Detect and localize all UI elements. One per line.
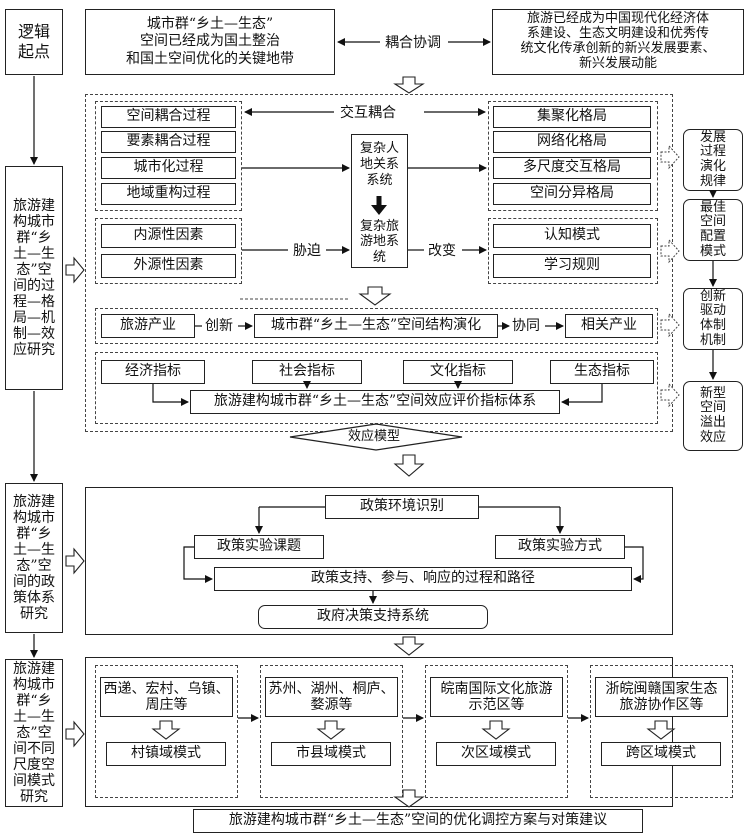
mode-county: 市县域模式 xyxy=(271,742,391,766)
process-item-element-coupling: 要素耦合过程 xyxy=(101,131,236,153)
scale-group-county xyxy=(260,665,403,798)
logic-start-box: 逻辑 起点 xyxy=(5,9,63,75)
industry-row-frame xyxy=(95,308,658,344)
cognition-group xyxy=(488,218,658,284)
innovate-label: 创新 xyxy=(205,318,233,334)
scale-group-crossregion xyxy=(590,665,733,798)
process-item-urbanization: 城市化过程 xyxy=(101,157,236,179)
policy-process-box: 政策支持、参与、响应的过程和路径 xyxy=(214,567,632,591)
change-label: 改变 xyxy=(428,243,456,259)
places-county: 苏州、湖州、桐庐、 婺源等 xyxy=(265,677,398,717)
factor-group xyxy=(95,218,242,284)
core-lower-text: 复杂旅 游地系 统 xyxy=(359,218,399,266)
policy-subject-box: 政策实验课题 xyxy=(194,535,324,559)
top-left-premise-box: 城市群“乡土—生态” 空间已经成为国土整治 和国土空间优化的关键地带 xyxy=(85,9,335,75)
places-village: 西递、宏村、乌镇、 周庄等 xyxy=(100,677,233,717)
innovation-mechanism-box: 创新 驱动 体制 机制 xyxy=(683,288,743,350)
process-item-regional-restructuring: 地域重构过程 xyxy=(101,183,236,205)
policy-method-box: 政策实验方式 xyxy=(495,535,625,559)
stage2-text: 旅游建构城市群“乡土—生态”空间的政策体系研究 xyxy=(13,493,55,623)
mode-subregion: 次区域模式 xyxy=(436,742,556,766)
stage1-box: 旅游建构城市群“乡土—生态”空间的过程—格局—机制—效应研究 xyxy=(5,166,63,390)
process-item-space-coupling: 空间耦合过程 xyxy=(101,106,236,128)
core-system-box: 复杂人 地关系 系统 复杂旅 游地系 统 xyxy=(351,134,408,268)
decision-support-box: 政府决策支持系统 xyxy=(258,605,488,629)
hollow-right-arrow-stage3 xyxy=(65,720,85,748)
scale-group-subregion xyxy=(425,665,568,798)
optimal-config-box: 最佳 空间 配置 模式 xyxy=(683,199,743,261)
hollow-right-arrow-stage2 xyxy=(65,547,85,575)
pattern-item-multiscale: 多尺度交互格局 xyxy=(493,157,651,179)
indicator-ecological: 生态指标 xyxy=(550,360,654,384)
factor-item-exogenous: 外源性因素 xyxy=(101,254,236,278)
effect-model-label: 效应模型 xyxy=(348,429,401,444)
places-crossregion: 浙皖闽赣国家生态 旅游协作区等 xyxy=(595,677,728,717)
stage3-box: 旅游建构城市群“乡土—生态”空间不同尺度空间模式研究 xyxy=(5,659,63,807)
pattern-item-network: 网络化格局 xyxy=(493,131,651,153)
process-group xyxy=(95,101,242,211)
policy-env-box: 政策环境识别 xyxy=(325,495,479,519)
mode-village: 村镇域模式 xyxy=(106,742,226,766)
pattern-item-agglomeration: 集聚化格局 xyxy=(493,106,651,128)
core-upper-text: 复杂人 地关系 系统 xyxy=(359,141,399,188)
development-law-box: 发展 过程 演化 规律 xyxy=(683,129,743,191)
hollow-down-arrow-4 xyxy=(393,636,425,656)
indicator-economic: 经济指标 xyxy=(101,360,205,384)
related-industry-box: 相关产业 xyxy=(565,314,653,338)
cognition-item-mode: 认知模式 xyxy=(493,224,651,248)
stage3-text: 旅游建构城市群“乡土—生态”空间不同尺度空间模式研究 xyxy=(13,660,55,806)
synergy-label: 协同 xyxy=(512,318,540,334)
pattern-group xyxy=(488,101,658,211)
interaction-coupling-label: 交互耦合 xyxy=(340,105,396,121)
coupling-coordination-label: 耦合协调 xyxy=(385,35,441,51)
spatial-evolution-box: 城市群“乡土—生态”空间结构演化 xyxy=(254,314,498,338)
evaluation-index-system-box: 旅游建构城市群“乡土—生态”空间效应评价指标体系 xyxy=(190,390,560,414)
hollow-right-arrow-stage1 xyxy=(65,256,85,284)
hollow-down-arrow-3 xyxy=(393,454,425,477)
hollow-down-arrow-1 xyxy=(393,76,425,94)
indicator-social: 社会指标 xyxy=(252,360,362,384)
tourism-industry-box: 旅游产业 xyxy=(101,314,195,338)
indicator-cultural: 文化指标 xyxy=(403,360,513,384)
places-subregion: 皖南国际文化旅游 示范区等 xyxy=(430,677,563,717)
mode-crossregion: 跨区域模式 xyxy=(601,742,721,766)
coerce-label: 胁迫 xyxy=(293,243,321,259)
stage2-box: 旅游建构城市群“乡土—生态”空间的政策体系研究 xyxy=(5,483,63,633)
spillover-effect-box: 新型 空间 溢出 效应 xyxy=(683,381,743,451)
cognition-item-rules: 学习规则 xyxy=(493,254,651,278)
bottom-conclusion-box: 旅游建构城市群“乡土—生态”空间的优化调控方案与对策建议 xyxy=(193,809,643,833)
stage1-text: 旅游建构城市群“乡土—生态”空间的过程—格局—机制—效应研究 xyxy=(13,197,55,359)
scale-group-village xyxy=(95,665,238,798)
factor-item-endogenous: 内源性因素 xyxy=(101,224,236,248)
top-right-premise-box: 旅游已经成为中国现代化经济体 系建设、生态文明建设和优秀传 统文化传承创新的新兴… xyxy=(492,9,744,75)
pattern-item-differentiation: 空间分异格局 xyxy=(493,183,651,205)
